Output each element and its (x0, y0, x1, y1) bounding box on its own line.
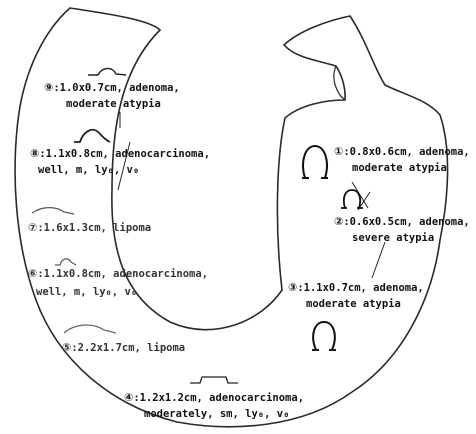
lesion-4-detail: moderately, sm, ly₀, v₀ (144, 408, 289, 420)
lesion-3-size: :1.1x0.7cm, adenoma, (297, 282, 423, 294)
lesion-4-label: ④:1.2x1.2cm, adenocarcinoma, (124, 392, 304, 404)
lesion-5-label: ⑤:2.2x1.7cm, lipoma (62, 342, 185, 354)
lesion-4-size: :1.2x1.2cm, adenocarcinoma, (133, 392, 304, 404)
lesion-1-label: ①:0.8x0.6cm, adenoma, (334, 146, 470, 158)
lesion-6-label: ⑥:1.1x0.8cm, adenocarcinoma, (28, 268, 208, 280)
lesion-3-detail: moderate atypia (306, 298, 401, 310)
lesion-8-marker: ⑧ (30, 147, 39, 160)
lesion-6-marker: ⑥ (28, 267, 37, 280)
lesion-2-marker: ② (334, 215, 343, 228)
lesion-3-shape-icon (312, 322, 336, 350)
lesion-8-detail: well, m, ly₀, v₀ (38, 164, 139, 176)
lesion-8-size: :1.1x0.8cm, adenocarcinoma, (39, 148, 210, 160)
lesion-6-size: :1.1x0.8cm, adenocarcinoma, (37, 268, 208, 280)
lesion-1-shape-icon (302, 146, 328, 178)
lesion-7-size: :1.6x1.3cm, lipoma (37, 222, 151, 234)
lesion-7-label: ⑦:1.6x1.3cm, lipoma (28, 222, 151, 234)
lesion-9-shape-icon (88, 68, 126, 75)
lesion-9-size: :1.0x0.7cm, adenoma, (53, 82, 179, 94)
lesion-8-label: ⑧:1.1x0.8cm, adenocarcinoma, (30, 148, 210, 160)
lesion-3-marker: ③ (288, 281, 297, 294)
lesion-7-marker: ⑦ (28, 221, 37, 234)
lesion-1-detail: moderate atypia (352, 162, 447, 174)
lesion-2-shape-icon (341, 190, 363, 208)
lesion-2-detail: severe atypia (352, 232, 434, 244)
lesion-9-detail: moderate atypia (66, 98, 161, 110)
lesion-7-shape-icon (32, 208, 74, 214)
lesion-5-shape-icon (64, 325, 116, 333)
lesion-4-marker: ④ (124, 391, 133, 404)
lesion-5-marker: ⑤ (62, 341, 71, 354)
lesion-5-size: :2.2x1.7cm, lipoma (71, 342, 185, 354)
lesion-9-marker: ⑨ (44, 81, 53, 94)
lesion-2-size: :0.6x0.5cm, adenoma, (343, 216, 469, 228)
lesion-6-shape-icon (55, 259, 76, 265)
lesion-3-label: ③:1.1x0.7cm, adenoma, (288, 282, 424, 294)
pointer-line-3 (372, 242, 385, 278)
lesion-2-label: ②:0.6x0.5cm, adenoma, (334, 216, 470, 228)
lesion-8-shape-icon (74, 130, 110, 142)
lesion-1-size: :0.8x0.6cm, adenoma, (343, 146, 469, 158)
lesion-4-shape-icon (190, 377, 238, 383)
lesion-9-label: ⑨:1.0x0.7cm, adenoma, (44, 82, 180, 94)
lesion-1-marker: ① (334, 145, 343, 158)
lesion-6-detail: well, m, ly₀, v₀ (36, 286, 137, 298)
